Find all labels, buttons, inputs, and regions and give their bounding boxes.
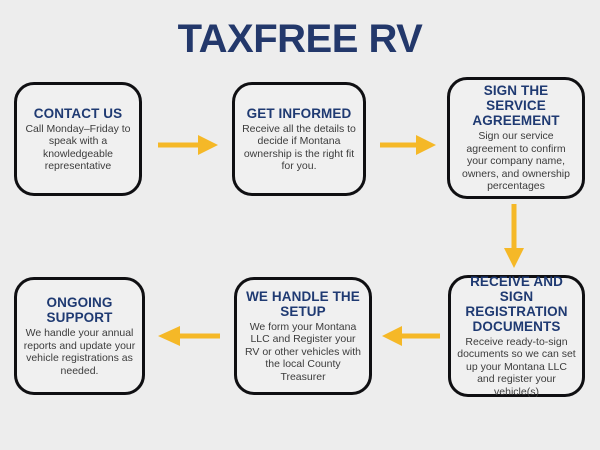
step-body-we-handle-setup: We form your Montana LLC and Register yo…: [245, 320, 361, 383]
step-box-get-informed[interactable]: GET INFORMED Receive all the details to …: [232, 82, 366, 196]
step-box-contact-us[interactable]: CONTACT US Call Monday–Friday to speak w…: [14, 82, 142, 196]
step-body-ongoing-support: We handle your annual reports and update…: [23, 327, 136, 377]
step-heading-receive-sign-docs: RECEIVE AND SIGN REGISTRATION DOCUMENTS: [465, 273, 568, 334]
step-body-get-informed: Receive all the details to decide if Mon…: [242, 122, 356, 173]
step-heading-we-handle-setup: WE HANDLE THE SETUP: [246, 288, 360, 319]
arrow-left-icon-we-handle-setup-to-ongoing-support: [158, 326, 220, 346]
step-body-receive-sign-docs: Receive ready-to-sign documents so we ca…: [457, 335, 576, 398]
arrow-left-icon-receive-docs-to-we-handle-setup: [382, 326, 440, 346]
step-heading-contact-us: CONTACT US: [33, 105, 123, 121]
step-box-sign-agreement[interactable]: SIGN THE SERVICE AGREEMENT Sign our serv…: [447, 77, 585, 199]
step-body-sign-agreement: Sign our service agreement to confirm yo…: [462, 130, 570, 193]
step-box-receive-sign-docs[interactable]: RECEIVE AND SIGN REGISTRATION DOCUMENTS …: [448, 273, 585, 398]
step-box-ongoing-support[interactable]: ONGOING SUPPORT We handle your annual re…: [14, 277, 145, 395]
step-heading-get-informed: GET INFORMED: [246, 105, 352, 121]
arrow-right-icon-contact-us-to-get-informed: [158, 135, 218, 155]
step-body-contact-us: Call Monday–Friday to speak with a knowl…: [25, 122, 131, 173]
step-heading-sign-agreement: SIGN THE SERVICE AGREEMENT: [472, 83, 560, 129]
arrow-right-icon-get-informed-to-sign-agreement: [380, 135, 436, 155]
page-title: TAXFREE RV: [177, 17, 423, 61]
step-box-we-handle-setup[interactable]: WE HANDLE THE SETUP We form your Montana…: [234, 277, 372, 395]
arrow-down-icon-sign-agreement-to-receive-docs: [504, 204, 524, 268]
step-heading-ongoing-support: ONGOING SUPPORT: [46, 295, 113, 325]
